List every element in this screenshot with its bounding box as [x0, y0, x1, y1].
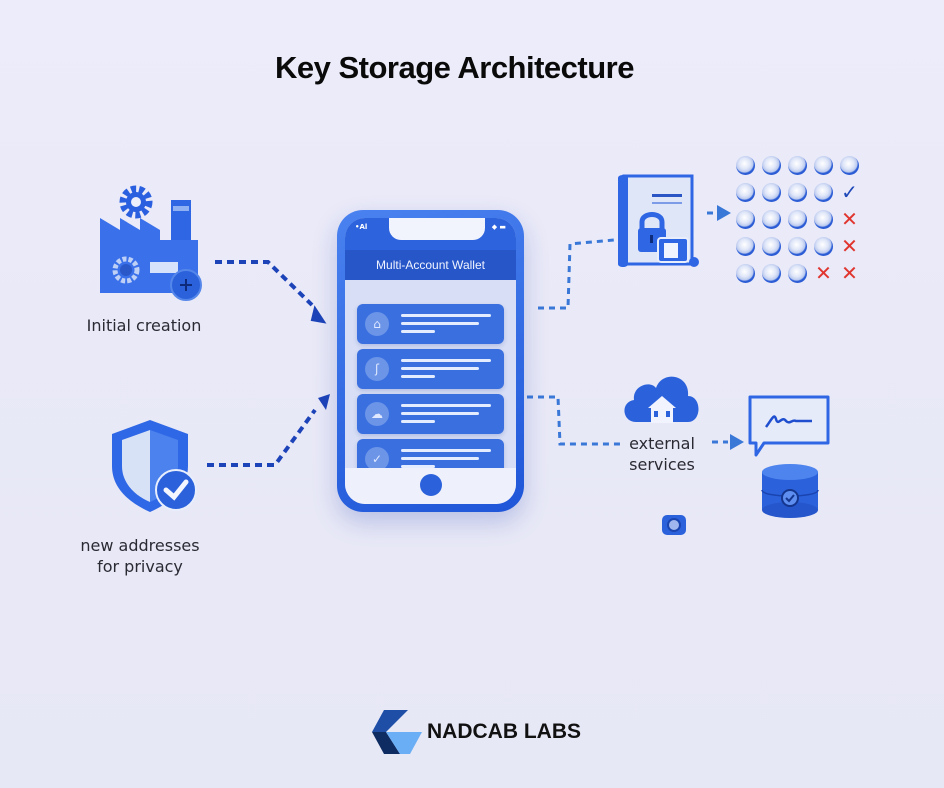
address-dot	[788, 264, 807, 283]
address-dot	[762, 237, 781, 256]
x-mark-icon: ✕	[841, 234, 858, 258]
database-check-icon	[760, 462, 820, 520]
address-dot	[736, 264, 755, 283]
wallet-header: Multi-Account Wallet	[345, 250, 516, 280]
cloud-house-icon	[620, 366, 704, 428]
address-dot	[788, 237, 807, 256]
address-dot	[736, 183, 755, 202]
check-icon: ✓	[365, 447, 389, 471]
address-grid: ✓ ✕ ✕ ✕ ✕	[736, 152, 866, 287]
battery-icon: ◆ ▬	[491, 223, 506, 231]
connector-wallet-to-document	[538, 238, 615, 310]
arrow-right-icon	[717, 205, 731, 221]
address-dot	[736, 210, 755, 229]
address-dot	[814, 156, 833, 175]
factory-icon	[98, 178, 208, 301]
x-mark-icon: ✕	[841, 261, 858, 285]
address-dot	[762, 264, 781, 283]
address-dot	[762, 210, 781, 229]
new-addresses-label: new addresses for privacy	[80, 536, 200, 576]
shield-check-icon	[112, 418, 204, 514]
x-mark-icon: ✕	[841, 207, 858, 231]
home-button[interactable]	[419, 474, 442, 496]
account-card[interactable]: ⌂	[357, 304, 504, 344]
address-dot	[736, 156, 755, 175]
arrowhead-icon	[318, 394, 330, 410]
account-card[interactable]: ☁	[357, 394, 504, 434]
x-mark-icon: ✕	[815, 261, 832, 285]
arrow-right-icon	[730, 434, 744, 450]
address-dot	[762, 156, 781, 175]
brand-name: NADCAB LABS	[427, 720, 581, 743]
phone-notch	[389, 218, 485, 240]
address-dot	[736, 237, 755, 256]
signature-bubble-icon	[746, 393, 832, 459]
address-dot	[814, 210, 833, 229]
address-dot	[814, 183, 833, 202]
locked-document-icon	[612, 172, 712, 272]
account-card[interactable]: ʃ	[357, 349, 504, 389]
address-dot	[762, 183, 781, 202]
initial-creation-label: Initial creation	[86, 316, 202, 335]
external-services-label: external services	[629, 434, 695, 474]
nadcab-logo-icon	[372, 710, 422, 754]
connector-privacy-to-wallet	[207, 408, 317, 467]
wallet-phone: •Al ◆ ▬ Multi-Account Wallet ⌂ ʃ ☁ ✓	[337, 210, 524, 512]
checkmark-icon: ✓	[841, 180, 858, 204]
cloud-icon: ☁	[365, 402, 389, 426]
key-icon: ʃ	[365, 357, 389, 381]
connector-initial-to-wallet	[215, 260, 314, 307]
address-dot	[814, 237, 833, 256]
address-dot	[788, 156, 807, 175]
page-title: Key Storage Architecture	[275, 50, 634, 85]
gear-icon	[659, 510, 689, 540]
address-dot	[788, 183, 807, 202]
home-icon: ⌂	[365, 312, 389, 336]
address-dot	[788, 210, 807, 229]
address-dot	[840, 156, 859, 175]
connector-wallet-to-services	[527, 395, 620, 446]
signal-icon: •Al	[355, 223, 368, 231]
arrowhead-icon	[310, 305, 327, 324]
